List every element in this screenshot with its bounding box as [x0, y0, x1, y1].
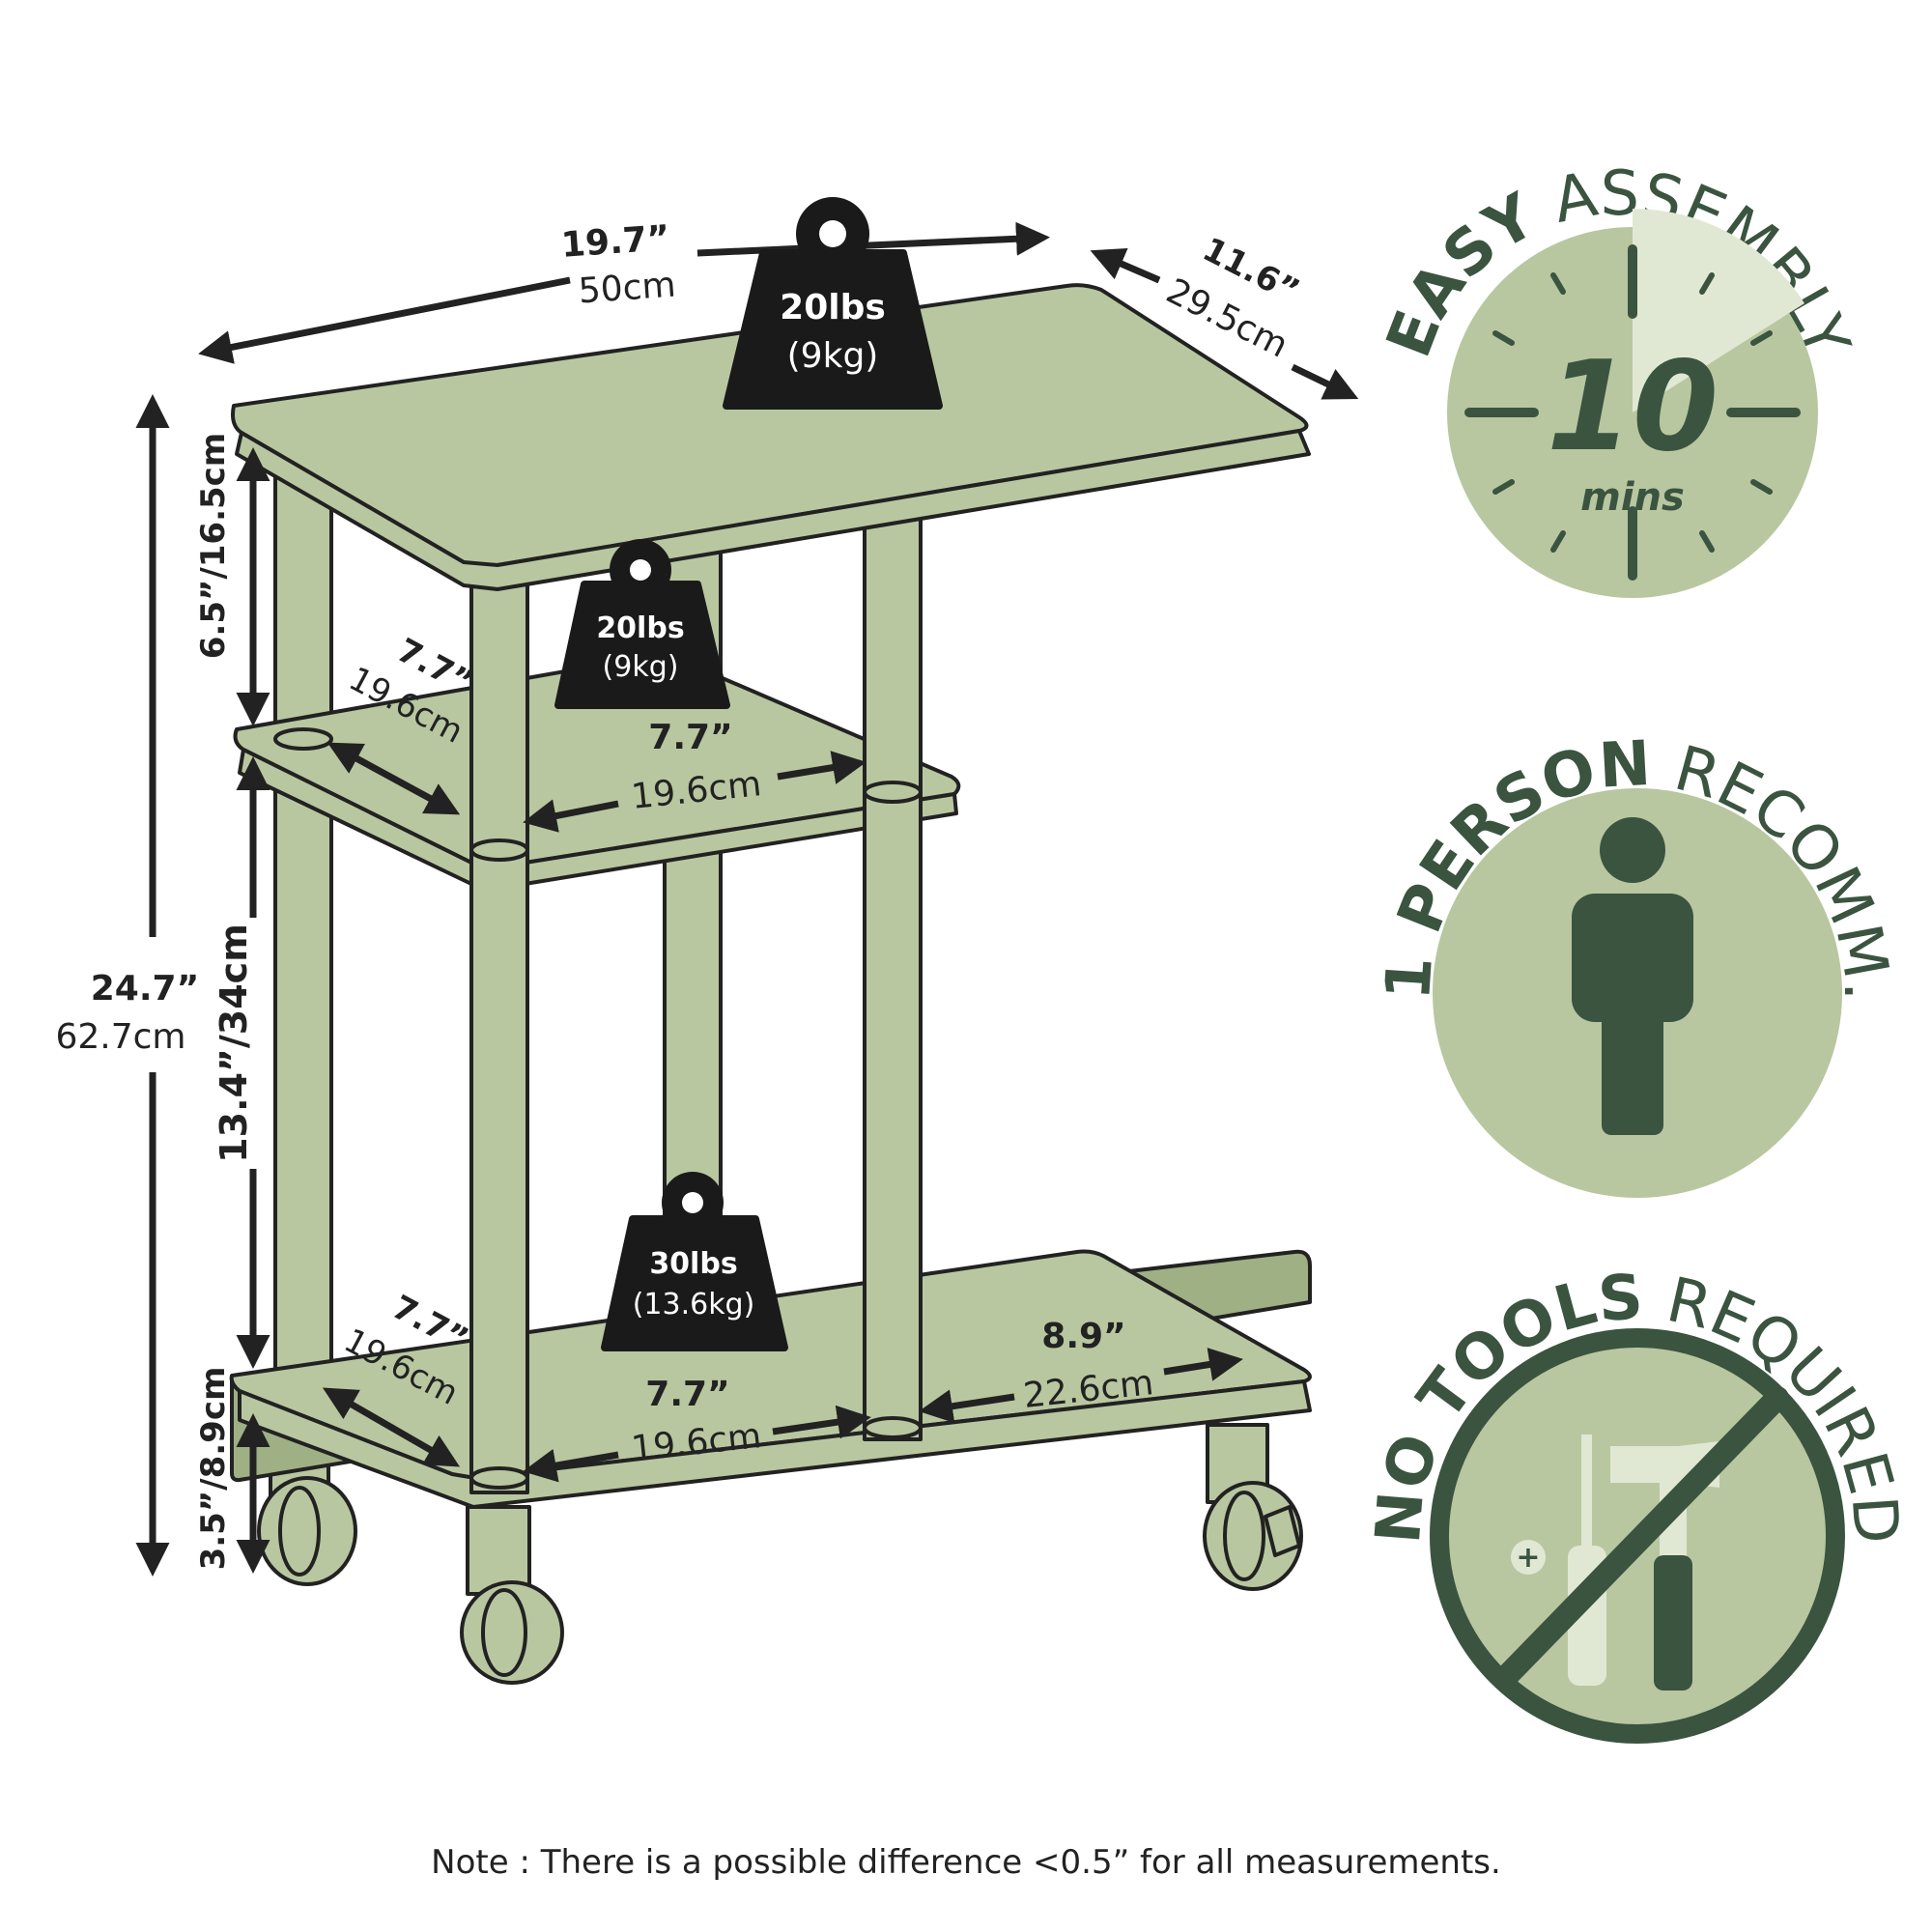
weight-capacity-middle: 20lbs (9kg): [554, 539, 730, 709]
total-height-inches: 24.7”: [91, 969, 199, 1009]
weight-top-lbs: 20lbs: [780, 288, 886, 327]
top-width-inches: 19.7”: [560, 218, 671, 266]
weight-bottom-kg: (13.6kg): [633, 1288, 755, 1321]
top-gap-height: 6.5”/16.5cm: [194, 433, 233, 659]
caster-wheel-back-right: [1203, 1423, 1303, 1591]
weight-capacity-top: 20lbs (9kg): [723, 197, 943, 410]
plus-icon: +: [1516, 1541, 1540, 1575]
caster-wheel-front: [460, 1505, 564, 1685]
clock-icon: [1464, 244, 1801, 581]
weight-capacity-bottom: 30lbs (13.6kg): [601, 1172, 788, 1351]
measurement-note: Note : There is a possible difference <0…: [431, 1843, 1501, 1882]
top-shelf: [231, 283, 1311, 591]
bottom-right-inches: 8.9”: [1041, 1317, 1125, 1356]
person-icon: [1572, 817, 1693, 1135]
bottom-width-inches: 7.7”: [645, 1375, 729, 1414]
assembly-minutes: 10: [1547, 335, 1719, 479]
total-height-cm: 62.7cm: [55, 1017, 185, 1057]
front-left-post: [469, 534, 529, 1494]
bottom-gap-height: 3.5”/8.9cm: [194, 1367, 233, 1571]
side-table-drawing: [229, 283, 1312, 1685]
front-right-post: [863, 505, 923, 1441]
top-width-cm: 50cm: [578, 266, 677, 312]
easy-assembly-badge: EASY ASSEMBLY 10 mins: [1374, 158, 1863, 598]
middle-gap-height: 13.4”/34cm: [213, 923, 255, 1163]
weight-bottom-lbs: 30lbs: [649, 1247, 737, 1281]
dimension-lines: [135, 221, 1359, 1577]
back-left-post: [273, 452, 333, 1393]
middle-width-inches: 7.7”: [648, 718, 732, 757]
one-person-badge: 1 PERSON RECOMM.: [1373, 728, 1901, 1198]
prohibition-slash: [1495, 1386, 1789, 1688]
weight-middle-lbs: 20lbs: [596, 611, 684, 645]
no-tools-badge: NO TOOLS REQUIRED +: [1363, 1262, 1912, 1744]
weight-middle-kg: (9kg): [603, 650, 679, 684]
weight-top-kg: (9kg): [787, 336, 879, 376]
assembly-minutes-unit: mins: [1580, 475, 1685, 520]
